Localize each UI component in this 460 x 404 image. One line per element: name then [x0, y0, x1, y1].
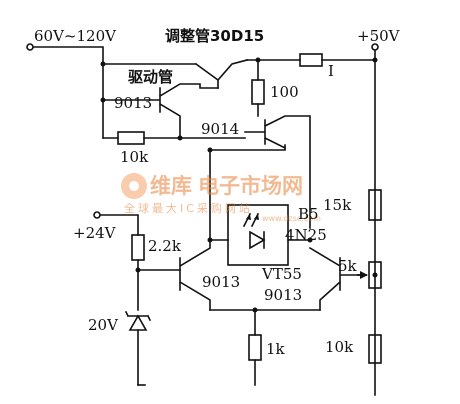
label-optocoupler-ref: B5 [298, 205, 319, 223]
resistor-2-2k [131, 234, 145, 261]
label-driver: 驱动管 [128, 68, 173, 86]
label-q-right-type: 9013 [264, 286, 302, 304]
label-r-2-2k: 2.2k [148, 237, 182, 255]
label-r-10k-bottom: 10k [325, 338, 354, 356]
label-pot-5k: 5k [338, 257, 358, 275]
watermark: 维库 电子市场网 全球最大IC采购网站 www.dzsc.com [121, 173, 321, 223]
watermark-subtitle: 全球最大IC采购网站 [124, 201, 253, 215]
junction-dots [100, 57, 378, 313]
terminals [26, 43, 379, 219]
label-r-15k: 15k [323, 196, 352, 214]
label-input-voltage: 60V~120V [34, 27, 117, 45]
label-r-1k: 1k [266, 340, 286, 358]
resistor-100 [251, 79, 265, 105]
label-r-100: 100 [270, 83, 299, 101]
label-driver-type: 9013 [114, 94, 152, 112]
label-fuse: I [328, 62, 334, 80]
label-q-left-type: 9013 [202, 273, 240, 291]
zener-diode [124, 310, 152, 331]
potentiometer-5k [368, 261, 382, 289]
pot-arrow [360, 271, 368, 279]
label-zener: 20V [88, 316, 119, 334]
label-vt55: VT55 [261, 265, 302, 283]
resistor-10k-top [117, 131, 145, 145]
resistor-10k-bottom [368, 334, 382, 364]
label-supply-24v: +24V [73, 224, 117, 242]
watermark-brand: 维库 [150, 174, 192, 198]
resistor-15k [368, 189, 382, 221]
label-pass-transistor: 调整管30D15 [165, 27, 264, 45]
label-output-voltage: +50V [357, 27, 401, 45]
wires [29, 46, 376, 396]
resistor-1k [248, 334, 262, 361]
optocoupler-4n25 [242, 212, 266, 250]
watermark-url: www.dzsc.com [262, 214, 321, 223]
watermark-title: 电子市场网 [198, 174, 303, 198]
label-q-9014: 9014 [201, 120, 239, 138]
label-optocoupler-type: 4N25 [285, 226, 327, 244]
resistor-i [299, 53, 323, 67]
label-r-10k-top: 10k [120, 148, 149, 166]
